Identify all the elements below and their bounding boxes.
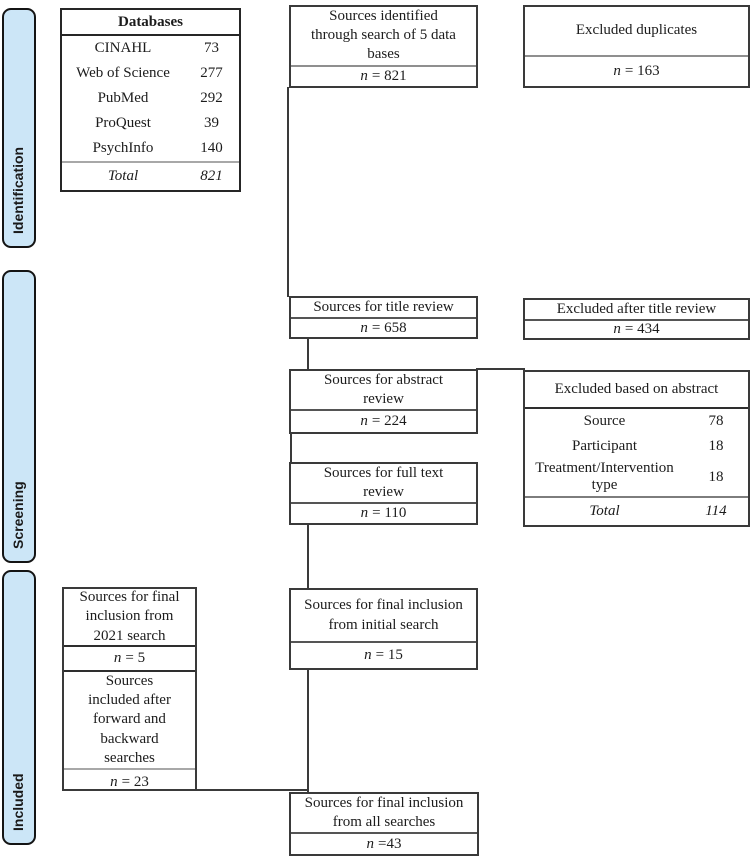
database-count: 39 bbox=[204, 115, 219, 131]
total-label: Total bbox=[107, 168, 139, 184]
stage-label-screening: Screening bbox=[2, 270, 36, 563]
reason-label: Source bbox=[583, 412, 626, 429]
n-symbol: n bbox=[360, 319, 368, 336]
box-label: Sources for final inclusion from initial… bbox=[304, 597, 463, 633]
box-abstract-review: Sources for abstract review n = 224 bbox=[289, 369, 478, 434]
n-value: = 821 bbox=[371, 67, 407, 84]
n-value: = 163 bbox=[624, 63, 660, 79]
connector-title-to-abstract-review bbox=[307, 337, 309, 370]
database-count: 73 bbox=[204, 40, 219, 56]
n-symbol: n bbox=[613, 321, 621, 338]
database-name: PubMed bbox=[97, 90, 149, 106]
reason-label: Participant bbox=[572, 437, 637, 454]
box-count: n = 5 bbox=[64, 645, 195, 670]
excluded-abstract-header: Excluded based on abstract bbox=[554, 381, 719, 397]
database-name: ProQuest bbox=[95, 115, 151, 131]
connector-2021-box-to-final-all bbox=[196, 789, 309, 791]
box-label: Sources for abstract review bbox=[323, 372, 444, 408]
box-label: Sources for title review bbox=[313, 299, 454, 315]
table-row: PsychInfo 140 bbox=[62, 136, 239, 161]
n-symbol: n bbox=[366, 835, 375, 852]
total-value: 114 bbox=[705, 503, 727, 519]
n-value: = 224 bbox=[371, 413, 407, 430]
box-count: n = 163 bbox=[525, 55, 748, 86]
box-count: n = 224 bbox=[291, 409, 476, 432]
table-row: Treatment/Intervention type 18 bbox=[525, 459, 748, 496]
total-value: 821 bbox=[200, 168, 223, 184]
excluded-abstract-total-row: Total 114 bbox=[525, 496, 748, 525]
stage-label-included: Included bbox=[2, 570, 36, 845]
n-symbol: n bbox=[613, 63, 621, 79]
n-symbol: n bbox=[360, 67, 368, 84]
reason-label: Treatment/Intervention type bbox=[535, 460, 674, 494]
box-title-review: Sources for title review n = 658 bbox=[289, 296, 478, 339]
box-sources-identified: Sources identified through search of 5 d… bbox=[289, 5, 478, 88]
connector-abstract-to-excluded-abstract bbox=[476, 368, 525, 370]
table-row: Participant 18 bbox=[525, 434, 748, 459]
n-value: = 434 bbox=[624, 321, 660, 338]
box-label: Sources for full text review bbox=[323, 465, 444, 501]
box-label: Sources identified through search of 5 d… bbox=[311, 8, 456, 63]
box-excluded-duplicates: Excluded duplicates n = 163 bbox=[523, 5, 750, 88]
box-excluded-after-title-review: Excluded after title review n = 434 bbox=[523, 298, 750, 340]
database-count: 277 bbox=[200, 65, 223, 81]
n-value: = 5 bbox=[125, 650, 146, 666]
box-label: Sources for final inclusion from 2021 se… bbox=[79, 589, 180, 644]
box-count: n = 15 bbox=[291, 641, 476, 668]
box-final-inclusion-initial-search: Sources for final inclusion from initial… bbox=[289, 588, 478, 670]
n-symbol: n bbox=[360, 505, 369, 522]
n-value: = 23 bbox=[121, 774, 149, 791]
box-count: n = 23 bbox=[64, 767, 195, 796]
connector-full-text-to-final-initial bbox=[307, 524, 309, 589]
table-row: PubMed 292 bbox=[62, 86, 239, 111]
databases-table-header: Databases bbox=[62, 10, 239, 36]
box-excluded-based-on-abstract: Excluded based on abstract Source 78 Par… bbox=[523, 370, 750, 527]
excluded-abstract-body: Source 78 Participant 18 Treatment/Inter… bbox=[525, 407, 748, 496]
table-row: ProQuest 39 bbox=[62, 111, 239, 136]
reason-count: 78 bbox=[708, 412, 724, 429]
databases-total-row: Total 821 bbox=[62, 161, 239, 190]
n-symbol: n bbox=[110, 774, 118, 791]
database-count: 292 bbox=[200, 90, 223, 106]
box-count: n = 821 bbox=[291, 64, 476, 86]
databases-table-body: CINAHL 73 Web of Science 277 PubMed 292 … bbox=[62, 36, 239, 161]
n-value: = 110 bbox=[372, 505, 407, 522]
table-row: CINAHL 73 bbox=[62, 36, 239, 61]
box-label: Sources for final inclusion from all sea… bbox=[304, 795, 464, 831]
database-name: Web of Science bbox=[76, 65, 170, 81]
connector-identified-to-title-review bbox=[287, 87, 289, 297]
box-label: Excluded duplicates bbox=[575, 22, 698, 39]
reason-count: 18 bbox=[708, 437, 724, 454]
database-count: 140 bbox=[200, 140, 223, 156]
n-symbol: n bbox=[364, 647, 372, 663]
reason-count: 18 bbox=[708, 468, 724, 485]
n-value: =43 bbox=[378, 835, 402, 852]
box-final-inclusion-all-searches: Sources for final inclusion from all sea… bbox=[289, 792, 479, 856]
box-count: n =43 bbox=[291, 832, 477, 854]
n-symbol: n bbox=[360, 413, 368, 430]
box-label: Excluded after title review bbox=[556, 301, 717, 317]
connector-abstract-to-full-text bbox=[290, 433, 292, 463]
connector-final-initial-to-final-all bbox=[307, 669, 309, 793]
table-row: Web of Science 277 bbox=[62, 61, 239, 86]
box-final-inclusion-2021-search: Sources for final inclusion from 2021 se… bbox=[62, 587, 197, 791]
n-value: = 15 bbox=[375, 647, 403, 663]
databases-table: Databases CINAHL 73 Web of Science 277 P… bbox=[60, 8, 241, 192]
box-label: Sources included after forward and backw… bbox=[64, 670, 195, 768]
database-name: PsychInfo bbox=[92, 140, 154, 156]
box-count: n = 434 bbox=[525, 319, 748, 338]
total-label: Total bbox=[589, 502, 620, 519]
box-count: n = 658 bbox=[291, 317, 476, 337]
database-name: CINAHL bbox=[94, 40, 152, 56]
stage-label-identification: Identification bbox=[2, 8, 36, 248]
box-full-text-review: Sources for full text review n = 110 bbox=[289, 462, 478, 525]
n-symbol: n bbox=[113, 650, 122, 666]
box-count: n = 110 bbox=[291, 502, 476, 523]
n-value: = 658 bbox=[371, 319, 407, 336]
table-row: Source 78 bbox=[525, 409, 748, 434]
